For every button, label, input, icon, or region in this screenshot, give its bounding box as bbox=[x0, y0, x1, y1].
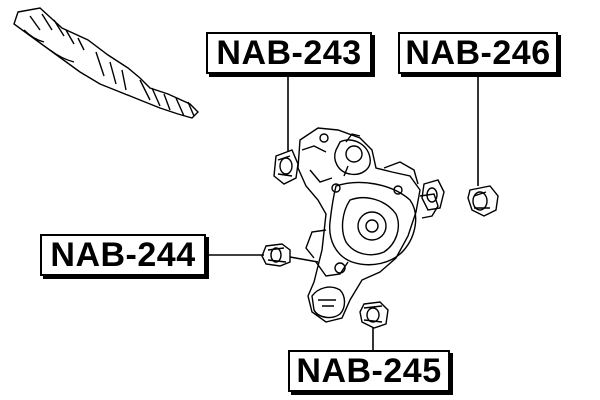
bushing-knuckle-right bbox=[421, 179, 445, 211]
knuckle-assembly bbox=[297, 127, 439, 323]
leader-lines bbox=[206, 74, 479, 350]
part-label-nab243: NAB-243 bbox=[206, 32, 372, 74]
bushing-nab246 bbox=[467, 185, 499, 217]
bushing-nab243 bbox=[273, 149, 299, 185]
bushing-nab244 bbox=[261, 243, 291, 267]
part-label-nab246: NAB-246 bbox=[398, 32, 558, 74]
part-label-nab244: NAB-244 bbox=[40, 234, 206, 276]
bushing-nab245 bbox=[359, 301, 389, 329]
drive-shaft bbox=[13, 7, 199, 119]
part-label-nab245: NAB-245 bbox=[288, 350, 450, 392]
leader-nab244-ext bbox=[289, 256, 319, 263]
